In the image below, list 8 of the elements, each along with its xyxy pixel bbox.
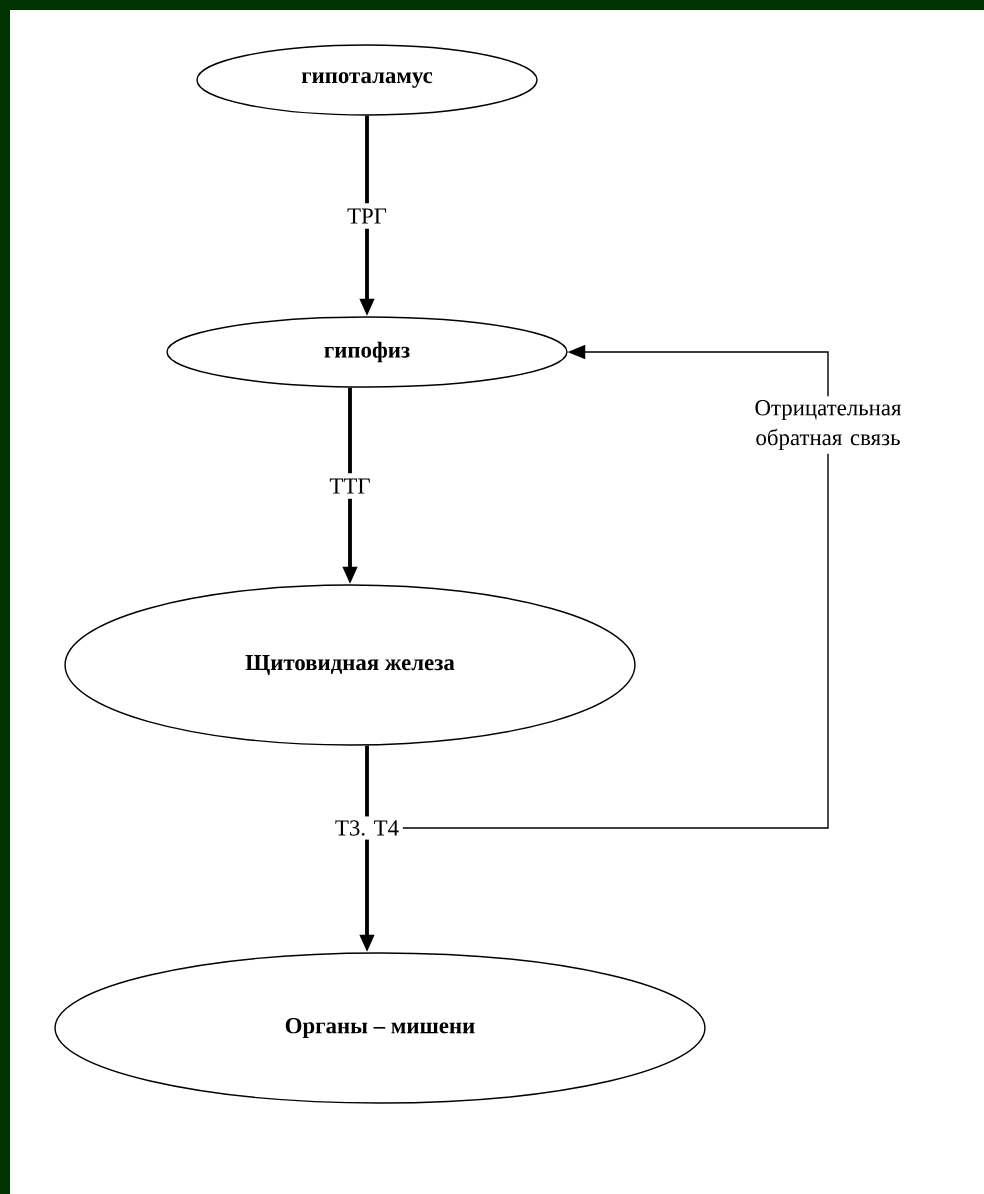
feedback-label: Отрицательная обратная связь [755, 400, 902, 450]
signal-label: Т3. Т4 [335, 820, 399, 836]
oval-node: гипофиз [166, 316, 568, 388]
edge-label: ТТГ [324, 473, 376, 499]
oval-node: Органы – мишени [54, 952, 706, 1104]
oval-node: гипоталамус [196, 44, 538, 116]
oval-node: Щитовидная железа [64, 584, 636, 746]
edge-label: ТРГ [341, 203, 393, 229]
